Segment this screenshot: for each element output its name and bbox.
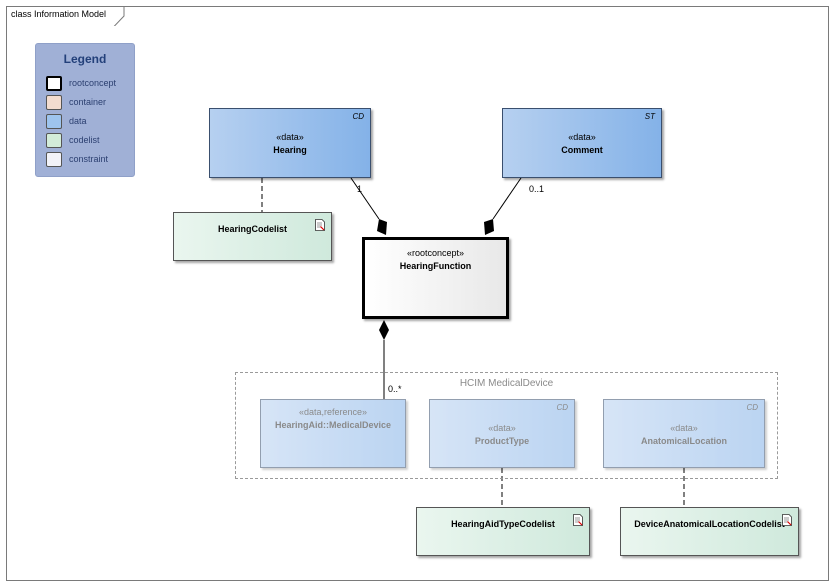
legend-swatch xyxy=(46,152,62,167)
composition-diamond-comment xyxy=(484,219,494,235)
document-icon xyxy=(782,514,792,526)
legend-swatch xyxy=(46,114,62,129)
class-name: DeviceAnatomicalLocationCodelist xyxy=(634,519,785,529)
class-comment[interactable]: ST «data» Comment xyxy=(502,108,662,178)
multiplicity-hearing-aid: 0..* xyxy=(388,384,402,394)
class-tag: ST xyxy=(644,112,655,121)
legend-title: Legend xyxy=(63,52,107,66)
class-stereotype: «data,reference» xyxy=(298,407,368,417)
class-name: Hearing xyxy=(273,145,307,155)
class-product-type[interactable]: CD «data» ProductType xyxy=(429,399,575,468)
legend-swatch xyxy=(46,95,62,110)
class-name: HearingFunction xyxy=(399,261,472,271)
frame-title-tab xyxy=(6,6,125,26)
class-stereotype: «rootconcept» xyxy=(406,248,465,258)
class-anatomical-location[interactable]: CD «data» AnatomicalLocation xyxy=(603,399,765,468)
class-tag: CD xyxy=(352,112,364,121)
class-stereotype: «data» xyxy=(670,423,698,433)
multiplicity-hearing: 1 xyxy=(357,184,363,194)
class-hearing-aid[interactable]: «data,reference» HearingAid::MedicalDevi… xyxy=(260,399,406,468)
class-device-anatomical-location-codelist[interactable]: DeviceAnatomicalLocationCodelist xyxy=(620,507,799,556)
legend: Legend rootconcept container data codeli… xyxy=(35,43,135,177)
class-hearing-codelist[interactable]: HearingCodelist xyxy=(173,212,332,261)
legend-swatch xyxy=(46,76,62,91)
class-tag: CD xyxy=(556,403,568,412)
class-name: AnatomicalLocation xyxy=(640,436,727,446)
class-name: HearingAid::MedicalDevice xyxy=(274,420,392,430)
frame-title: class Information Model xyxy=(11,9,107,19)
composition-diamond-hearing xyxy=(377,219,387,235)
document-icon xyxy=(573,514,583,526)
document-icon xyxy=(315,219,325,231)
class-tag: CD xyxy=(746,403,758,412)
package-name: HCIM MedicalDevice xyxy=(459,378,554,389)
multiplicity-comment: 0..1 xyxy=(529,184,545,194)
class-hearing-function[interactable]: «rootconcept» HearingFunction xyxy=(362,237,509,319)
diagram-frame xyxy=(6,6,829,581)
class-stereotype: «data» xyxy=(276,132,304,142)
class-hearing-aid-type-codelist[interactable]: HearingAidTypeCodelist xyxy=(416,507,590,556)
composition-diamond-hearingaid xyxy=(379,320,389,340)
class-stereotype: «data» xyxy=(488,423,516,433)
class-name: HearingCodelist xyxy=(217,224,287,234)
legend-swatch xyxy=(46,133,62,148)
class-stereotype: «data» xyxy=(568,132,596,142)
class-hearing[interactable]: CD «data» Hearing xyxy=(209,108,371,178)
package-hcim-medicaldevice[interactable]: HCIM MedicalDevice xyxy=(235,372,778,479)
class-name: HearingAidTypeCodelist xyxy=(451,519,555,529)
class-name: Comment xyxy=(561,145,603,155)
class-name: ProductType xyxy=(474,436,530,446)
